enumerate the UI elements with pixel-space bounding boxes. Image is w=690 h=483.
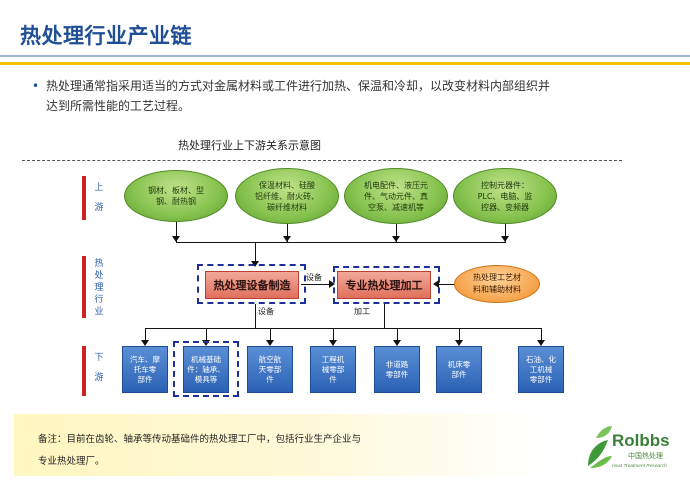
- downstream-petrochemical-box: 石油、化工机械零部件: [518, 346, 564, 393]
- definition-line-1: 热处理通常指采用适当的方式对金属材料或工件进行加热、保温和冷却，以改变材料内部组…: [46, 79, 551, 93]
- connector-line: [459, 328, 460, 344]
- connector-line: [396, 224, 397, 242]
- connector-line: [333, 328, 334, 344]
- connector-line: [287, 224, 288, 242]
- connector-line: [505, 224, 506, 242]
- professional-heat-treatment-box: 专业热处理加工: [337, 271, 431, 299]
- connector-line: [541, 328, 542, 344]
- connector-line: [176, 222, 177, 242]
- diagram-title: 热处理行业上下游关系示意图: [178, 139, 321, 152]
- midstream-marker: [82, 256, 86, 318]
- side-label-upstream: 上 游: [94, 183, 104, 213]
- upstream-control-components-node: 控制元器件：PLC、电脑、监控器、变频器: [453, 168, 557, 224]
- side-label-midstream: 热 处 理 行 业: [94, 259, 104, 317]
- equipment-manufacturing-box: 热处理设备制造: [205, 271, 299, 299]
- arrow-down-icon: [283, 236, 291, 242]
- arrow-right-icon: [329, 280, 335, 288]
- arrow-left-icon: [433, 280, 439, 288]
- mechanical-parts-highlight-frame: [173, 341, 239, 397]
- note-background: [14, 414, 550, 476]
- connector-line: [270, 328, 271, 344]
- arrow-down-icon: [172, 236, 180, 242]
- arrow-down-icon: [393, 340, 401, 346]
- svg-text:Rolbbs: Rolbbs: [612, 431, 670, 450]
- bullet-dot-icon: •: [32, 79, 40, 93]
- connector-line: [145, 328, 146, 344]
- arrow-down-icon: [455, 340, 463, 346]
- connector-line: [397, 328, 398, 344]
- upstream-insulation-node: 保温材料、硅酸铝纤维、耐火砖、碳纤维材料: [235, 168, 339, 224]
- arrow-down-icon: [266, 340, 274, 346]
- downstream-marker: [82, 346, 86, 396]
- svg-text:Heat Treatment Research: Heat Treatment Research: [612, 463, 667, 469]
- arrow-down-icon: [537, 340, 545, 346]
- connector-line: [206, 328, 207, 344]
- leaf-icon: Rolbbs 中国热处理 Heat Treatment Research: [588, 426, 670, 469]
- arrow-down-icon: [392, 236, 400, 242]
- upstream-mechanical-parts-node: 机电配件、液压元件、气动元件、真空泵、减速机等: [344, 168, 448, 224]
- arrow-down-icon: [141, 340, 149, 346]
- note-line-1: 备注：目前在齿轮、轴承等传动基础件的热处理工厂中，包括行业生产企业与: [38, 434, 362, 445]
- note-line-2: 专业热处理厂。: [38, 456, 105, 467]
- arrow-down-icon: [501, 236, 509, 242]
- title-divider: [0, 55, 690, 57]
- definition-text: 热处理通常指采用适当的方式对金属材料或工件进行加热、保温和冷却，以改变材料内部组…: [46, 76, 651, 116]
- definition-line-2: 达到所需性能的工艺过程。: [46, 99, 191, 113]
- equipment-down-label: 设备: [258, 307, 274, 316]
- connector-line: [384, 304, 385, 328]
- watermark-logo: Rolbbs 中国热处理 Heat Treatment Research: [582, 416, 682, 476]
- page-title: 热处理行业产业链: [20, 24, 192, 48]
- svg-text:中国热处理: 中国热处理: [628, 451, 663, 460]
- downstream-machine-tool-box: 机床零部件: [436, 346, 482, 393]
- equipment-connector-label: 设备: [306, 273, 322, 282]
- downstream-automotive-box: 汽车、摩托车零部件: [122, 346, 168, 393]
- upstream-bus-line: [176, 242, 506, 243]
- title-accent-divider: [0, 62, 690, 65]
- connector-line: [255, 242, 256, 264]
- upstream-marker: [82, 176, 86, 220]
- diagram-dashed-divider: [22, 160, 622, 161]
- downstream-bus-line: [145, 328, 542, 329]
- connector-line: [255, 304, 256, 328]
- equipment-to-service-line: [301, 284, 331, 285]
- aux-to-service-line: [437, 284, 454, 285]
- arrow-down-icon: [202, 340, 210, 346]
- side-label-downstream: 下 游: [94, 353, 104, 383]
- downstream-aerospace-box: 航空航天零部件: [247, 346, 293, 393]
- arrow-down-icon: [329, 340, 337, 346]
- downstream-off-road-box: 非道路零部件: [374, 346, 420, 393]
- auxiliary-materials-node: 热处理工艺材料和辅助材料: [454, 265, 540, 303]
- upstream-steel-node: 钢材、板材、型钢、耐热钢: [124, 170, 228, 222]
- downstream-construction-machinery-box: 工程机械零部件: [310, 346, 356, 393]
- processing-label: 加工: [354, 307, 370, 316]
- downstream-mechanical-parts-box: 机械基础件：轴承、模具等: [183, 346, 229, 393]
